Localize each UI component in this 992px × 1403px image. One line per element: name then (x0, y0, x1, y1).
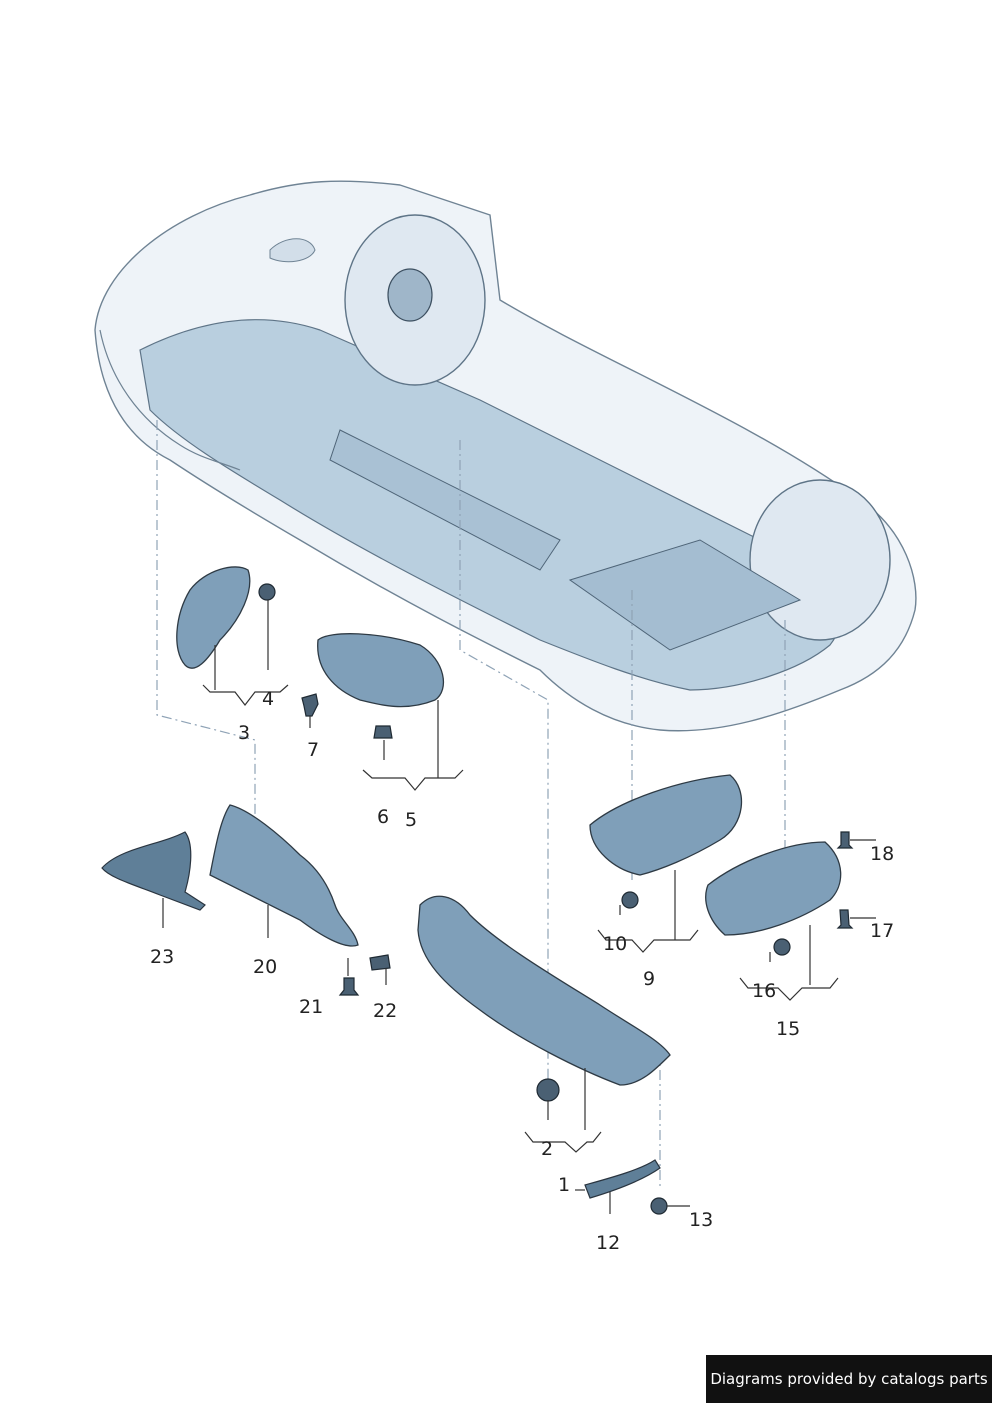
rear-wheel-arch (749, 479, 891, 641)
leader-lines (162, 600, 876, 1214)
callout-16: 16 (752, 980, 776, 1002)
part-3-shield[interactable] (176, 566, 251, 669)
credit-banner: Diagrams provided by catalogs parts (706, 1355, 992, 1403)
part-12-bracket[interactable] (584, 1159, 661, 1199)
part-2-tunnel-heat-shield[interactable] (417, 895, 671, 1086)
part-6-nut[interactable] (373, 725, 393, 739)
part-22-clip[interactable] (369, 954, 391, 971)
part-21-bolt[interactable] (338, 977, 360, 996)
part-23-bracket[interactable] (101, 831, 206, 911)
part-13-nut[interactable] (650, 1197, 668, 1215)
callout-13: 13 (689, 1209, 713, 1231)
part-15-heat-shield[interactable] (705, 841, 842, 936)
leader-6 (362, 740, 464, 791)
callout-6: 6 (377, 806, 389, 828)
fog-lamp (269, 238, 316, 263)
leader-3 (202, 645, 289, 706)
callout-7: 7 (307, 739, 319, 761)
callout-labels: 3 4 5 6 7 9 10 15 16 17 18 20 21 22 23 2… (150, 688, 894, 1254)
callout-12: 12 (596, 1232, 620, 1254)
callout-4: 4 (262, 688, 274, 710)
reference-line-front (156, 420, 256, 830)
part-5-cover[interactable] (317, 633, 444, 708)
callout-3: 3 (238, 722, 250, 744)
part-16-nut[interactable] (773, 938, 791, 956)
callout-21: 21 (299, 996, 323, 1018)
callout-18: 18 (870, 843, 894, 865)
credit-text: Diagrams provided by catalogs parts (710, 1370, 988, 1388)
callout-10: 10 (603, 933, 627, 955)
part-18-bolt[interactable] (836, 831, 854, 849)
rear-floor-panel (568, 539, 802, 651)
callout-17: 17 (870, 920, 894, 942)
callout-23: 23 (150, 946, 174, 968)
callout-9: 9 (643, 968, 655, 990)
part-7-screw[interactable] (301, 693, 319, 717)
reference-line-tunnel (459, 440, 549, 1085)
leader-16 (739, 952, 839, 1001)
vehicle-underbody (94, 180, 917, 732)
part-20-shield[interactable] (209, 804, 359, 947)
centre-tunnel (329, 429, 561, 571)
part-2-grommet[interactable] (536, 1078, 560, 1102)
front-wheel-hub (387, 268, 433, 322)
callout-5: 5 (405, 809, 417, 831)
callout-22: 22 (373, 1000, 397, 1022)
part-10-nut[interactable] (621, 891, 639, 909)
callout-2: 2 (541, 1138, 553, 1160)
part-9-heat-shield[interactable] (589, 774, 743, 876)
leader-10 (597, 905, 699, 953)
leader-2 (524, 1068, 602, 1153)
callout-1: 1 (558, 1174, 570, 1196)
part-4-clip[interactable] (258, 583, 276, 601)
callout-20: 20 (253, 956, 277, 978)
part-17-bolt[interactable] (836, 909, 854, 929)
callout-15: 15 (776, 1018, 800, 1040)
front-bumper-contour (99, 329, 241, 471)
